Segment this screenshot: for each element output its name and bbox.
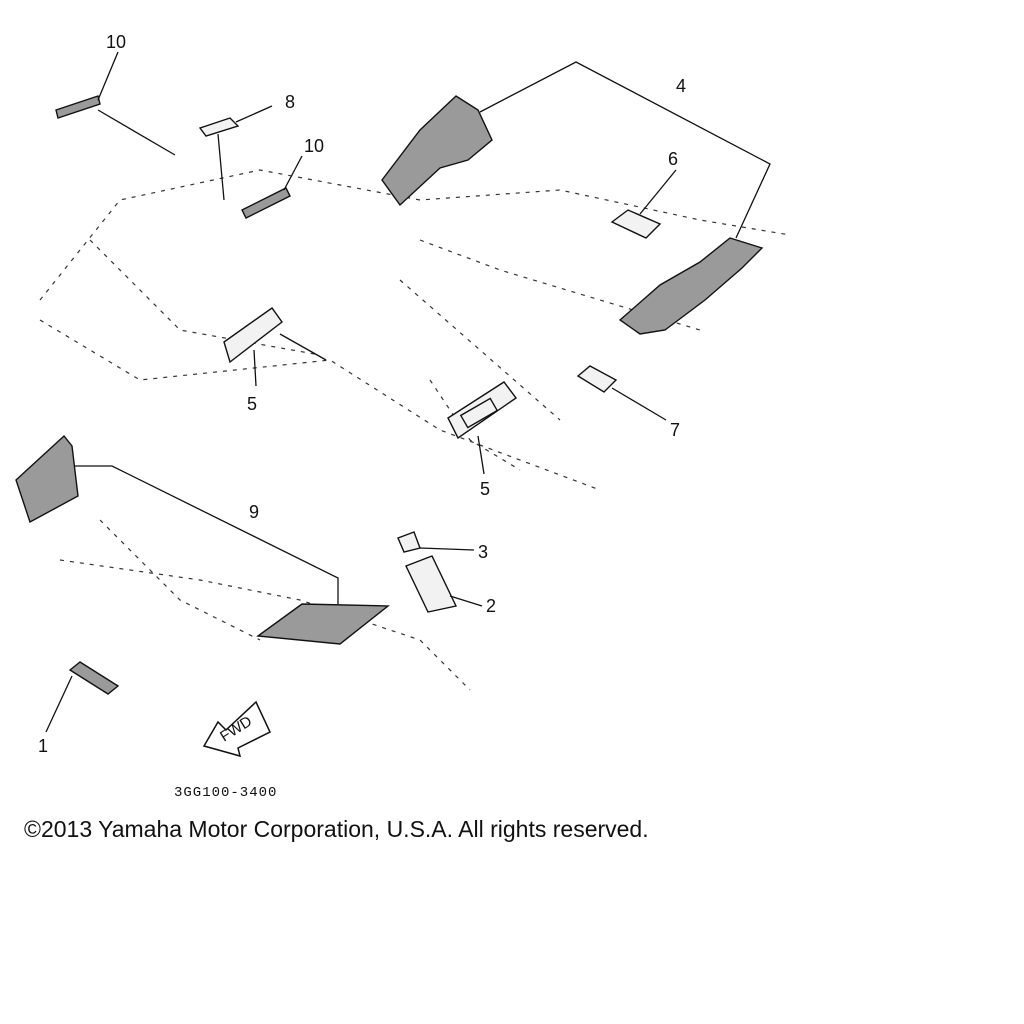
callout-label: 3 — [478, 542, 488, 562]
callout-label: 1 — [38, 736, 48, 756]
part-5-decal-center[interactable] — [447, 381, 517, 440]
part-5-decal-left[interactable] — [223, 307, 283, 364]
callout-label: 10 — [106, 32, 126, 52]
callout-label: 9 — [249, 502, 259, 522]
exploded-parts-diagram: 10 8 10 4 6 5 — [15, 32, 791, 801]
part-3-decal[interactable] — [397, 531, 421, 553]
callout-label: 5 — [247, 394, 257, 414]
part-4-decal-right[interactable] — [618, 237, 764, 335]
part-10-decal-left[interactable] — [55, 95, 101, 119]
part-1-decal[interactable] — [68, 661, 120, 695]
callout-label: 10 — [304, 136, 324, 156]
callout-label: 2 — [486, 596, 496, 616]
part-9-decal-front-center[interactable] — [256, 603, 390, 645]
callout-label: 5 — [480, 479, 490, 499]
copyright-notice: ©2013 Yamaha Motor Corporation, U.S.A. A… — [24, 816, 649, 842]
part-10-decal-center[interactable] — [241, 187, 291, 219]
callout-label: 7 — [670, 420, 680, 440]
fwd-arrow-icon: FWD — [202, 700, 271, 758]
part-7-decal[interactable] — [576, 365, 618, 393]
part-9-decal-front-left[interactable] — [15, 434, 79, 524]
part-8-decal[interactable] — [198, 117, 240, 137]
callout-label: 6 — [668, 149, 678, 169]
figure-code: 3GG100-3400 — [174, 785, 277, 801]
part-4-decal-left[interactable] — [381, 95, 493, 207]
callout-label: 4 — [676, 76, 686, 96]
part-6-decal[interactable] — [610, 209, 662, 239]
part-2-decal[interactable] — [405, 555, 458, 613]
callout-label: 8 — [285, 92, 295, 112]
